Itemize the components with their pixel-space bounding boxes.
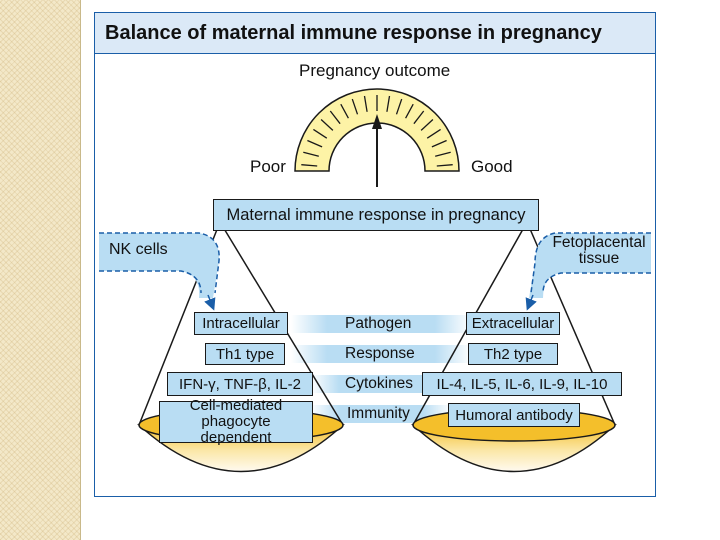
strip-divider <box>80 0 81 540</box>
gauge-tick <box>420 119 434 131</box>
th1-pathogen-box: Intracellular <box>194 312 288 335</box>
gauge-tick <box>405 103 414 119</box>
gauge-tick <box>313 128 328 139</box>
gauge-good-label: Good <box>471 157 513 176</box>
gauge-tick <box>351 98 359 115</box>
th2-immunity-box: Humoral antibody <box>448 403 580 427</box>
title-bar: Balance of maternal immune response in p… <box>95 13 655 54</box>
gauge-tick <box>303 151 319 157</box>
th1-cytokines-box: IFN-γ, TNF-β, IL-2 <box>167 372 313 396</box>
outcome-gauge <box>294 88 460 187</box>
row-band-pathogen <box>291 315 471 333</box>
gauge-tick <box>301 164 318 167</box>
fetoplacental-shape <box>525 232 651 311</box>
th2-cytokines-box: IL-4, IL-5, IL-6, IL-9, IL-10 <box>422 372 622 396</box>
beam-label: Maternal immune response in pregnancy <box>213 199 539 231</box>
gauge-tick <box>395 98 403 115</box>
gauge-tick <box>320 119 334 131</box>
nk-cells-label: NK cells <box>109 241 168 258</box>
th2-response-box: Th2 type <box>468 343 558 365</box>
gauge-tick <box>435 151 451 157</box>
category-pathogen: Pathogen <box>345 315 412 332</box>
gauge-tick <box>340 103 349 119</box>
fetoplacental-label: Fetoplacental tissue <box>552 234 646 268</box>
th1-immunity-box: Cell-mediated phagocyte dependent <box>159 398 313 445</box>
gauge-poor-label: Poor <box>250 157 286 176</box>
row-band-cytokines <box>311 375 451 393</box>
nk-cells-shape <box>99 232 220 311</box>
gauge-tick <box>386 95 391 112</box>
gauge-tick <box>413 110 425 125</box>
gauge-needle-tip <box>372 114 382 129</box>
gauge-tick <box>363 95 368 112</box>
category-cytokines: Cytokines <box>345 375 414 392</box>
gauge-tick <box>431 139 447 148</box>
category-response: Response <box>345 345 415 362</box>
gauge-tick <box>436 164 453 167</box>
decorative-left-strip <box>0 0 80 540</box>
diagram-title: Balance of maternal immune response in p… <box>105 22 602 44</box>
gauge-heading: Pregnancy outcome <box>299 61 451 80</box>
diagram-figure: Balance of maternal immune response in p… <box>94 12 656 497</box>
gauge-tick <box>426 128 441 139</box>
gauge-tick <box>307 139 323 148</box>
th2-pathogen-box: Extracellular <box>466 312 560 335</box>
category-immunity: Immunity <box>347 405 410 422</box>
th1-response-box: Th1 type <box>205 343 285 365</box>
row-band-response <box>291 345 471 363</box>
gauge-tick <box>329 110 341 125</box>
